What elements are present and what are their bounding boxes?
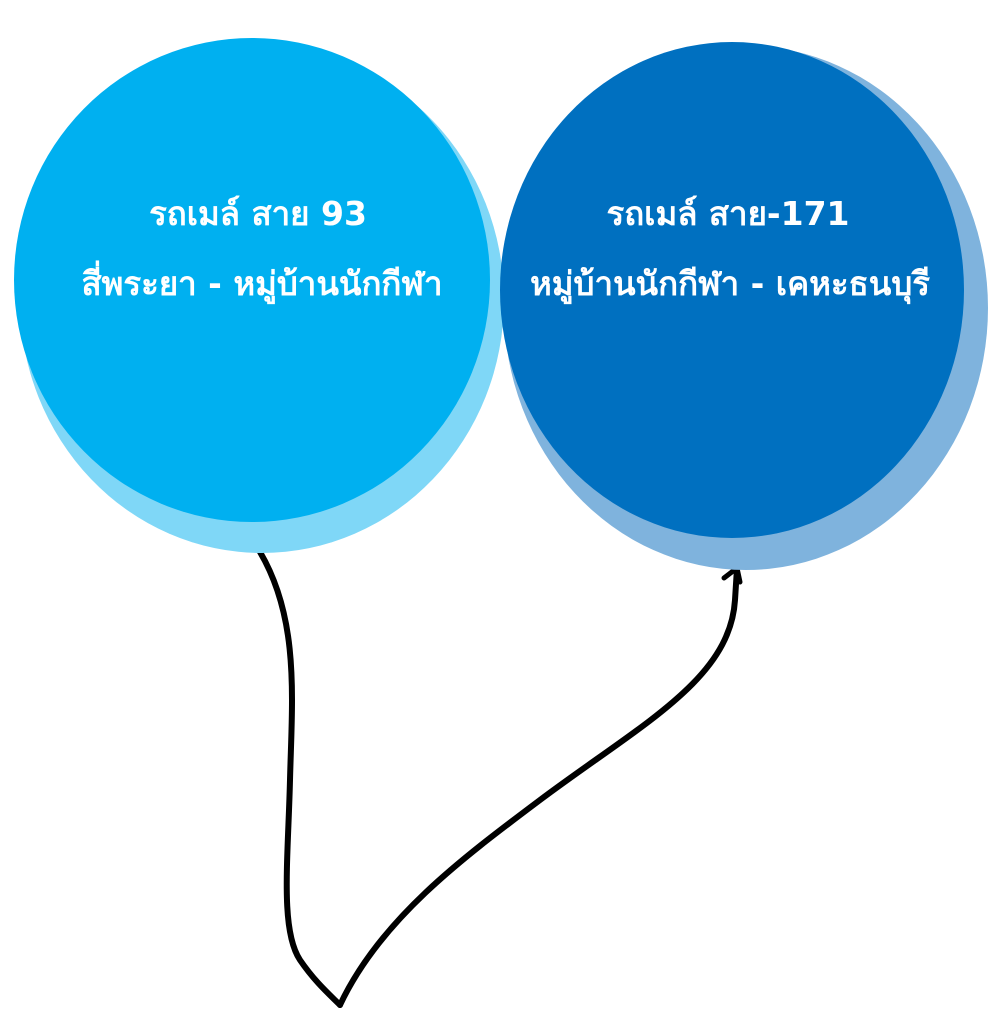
balloon-route-93: รถเมล์ สาย 93 สี่พระยา - หมู่บ้านนักกีฬา xyxy=(14,38,504,553)
balloon-171-body xyxy=(500,42,964,538)
balloon-93-title: รถเมล์ สาย 93 xyxy=(149,194,367,233)
left-balloon-string xyxy=(257,549,343,1008)
balloon-171-title: รถเมล์ สาย-171 xyxy=(606,194,849,233)
right-balloon-string xyxy=(337,565,740,1008)
right-string-tip xyxy=(721,563,743,585)
balloon-route-171: รถเมล์ สาย-171 หมู่บ้านนักกีฬา - เคหะธนบ… xyxy=(500,42,988,570)
balloon-171-route: หมู่บ้านนักกีฬา - เคหะธนบุรี xyxy=(530,264,930,305)
balloon-93-body xyxy=(14,38,490,522)
balloon-93-route: สี่พระยา - หมู่บ้านนักกีฬา xyxy=(81,260,442,305)
